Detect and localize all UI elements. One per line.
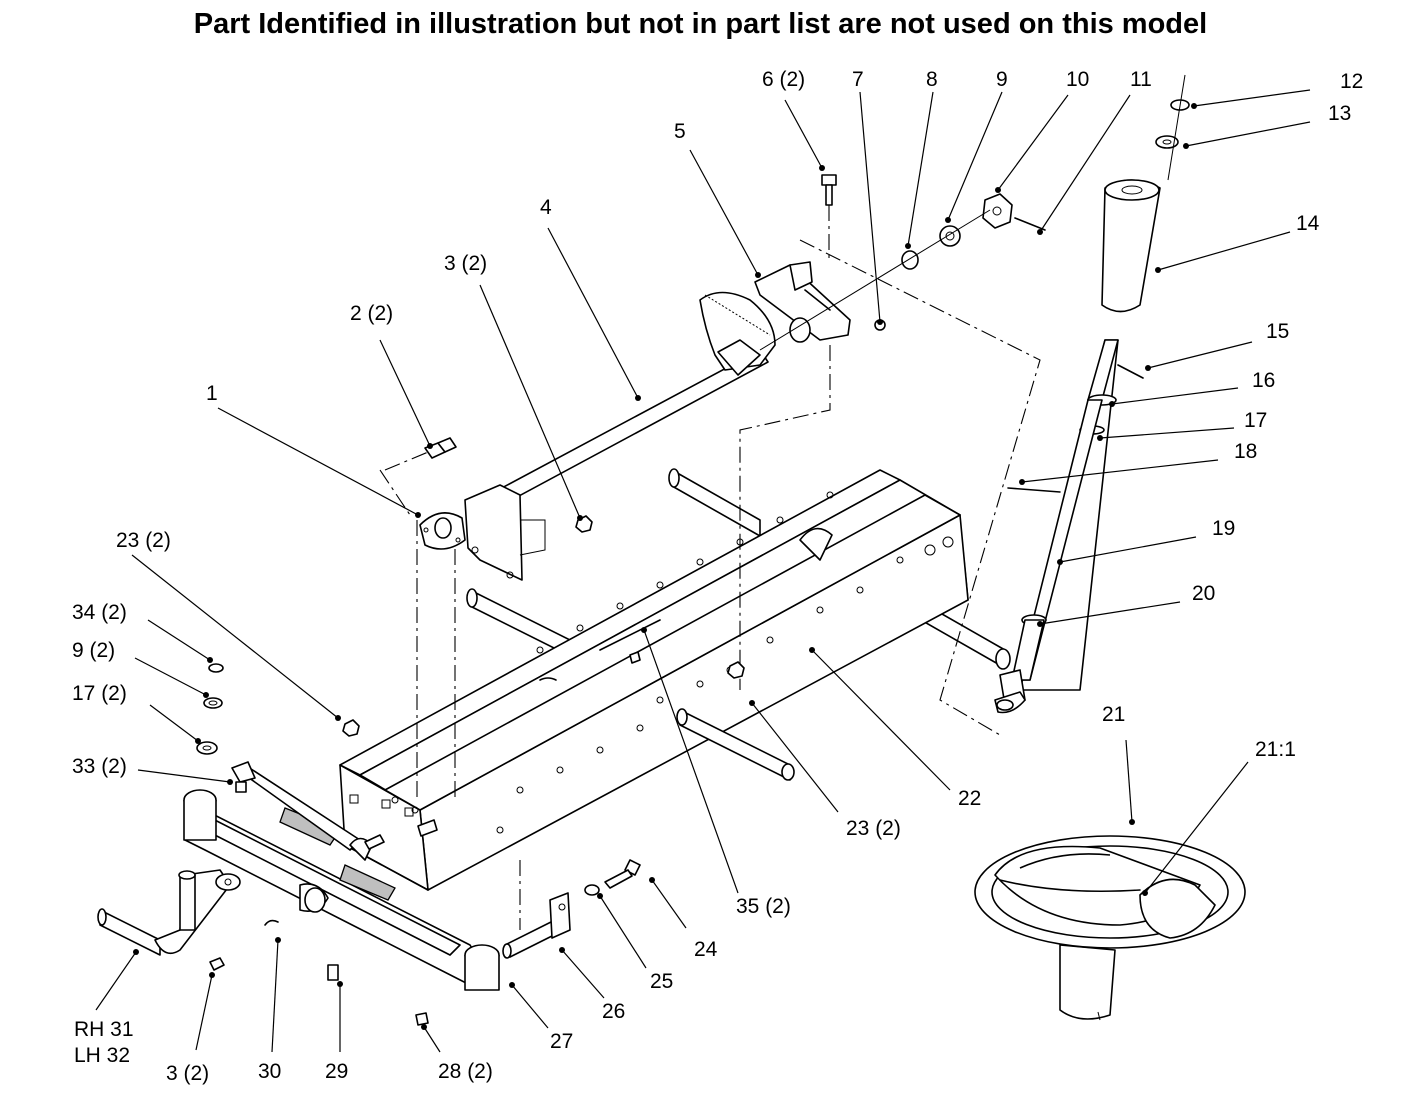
label-21-1: 21:1 [1255,738,1296,761]
label-6: 6 (2) [762,68,805,91]
spindle-part [97,869,241,956]
label-13: 13 [1328,102,1351,125]
label-4: 4 [540,196,552,219]
label-9-left: 9 (2) [72,639,115,662]
label-30: 30 [258,1060,281,1083]
label-11: 11 [1130,68,1152,91]
steering-shaft-part [464,291,776,581]
label-17-left: 17 (2) [72,682,127,705]
label-3-top: 3 (2) [444,252,487,275]
label-17: 17 [1244,409,1267,432]
label-28: 28 (2) [438,1060,493,1083]
label-25: 25 [650,970,673,993]
label-23-right: 23 (2) [846,817,901,840]
nut-parts [342,515,745,737]
bushing-parts [759,193,1046,351]
label-1: 1 [206,382,218,405]
label-21: 21 [1102,703,1125,726]
label-32: LH 32 [74,1044,130,1067]
alignment-lines [379,239,1041,930]
label-2: 2 (2) [350,302,393,325]
label-14: 14 [1296,212,1320,235]
bolt-6-part [821,174,837,260]
label-9: 9 [996,68,1008,91]
label-18: 18 [1234,440,1257,463]
label-10: 10 [1066,68,1089,91]
label-31: RH 31 [74,1018,134,1041]
label-8: 8 [926,68,938,91]
label-22: 22 [958,787,981,810]
flange-bearing-part [419,437,466,550]
label-5: 5 [674,120,686,143]
steering-column-part [994,74,1190,714]
page-title: Part Identified in illustration but not … [193,8,1208,40]
label-26: 26 [602,1000,625,1023]
label-16: 16 [1252,369,1275,392]
label-27: 27 [550,1030,573,1053]
steering-wheel-part [974,835,1246,1021]
callout-labels: 1 2 (2) 3 (2) 4 5 6 (2) 7 8 9 10 11 12 1… [72,68,1363,1085]
label-29: 29 [325,1060,348,1083]
label-20: 20 [1192,582,1215,605]
label-35: 35 (2) [736,895,791,918]
label-3-bottom: 3 (2) [166,1062,209,1085]
label-24: 24 [694,938,718,961]
label-19: 19 [1212,517,1235,540]
label-12: 12 [1340,70,1363,93]
label-15: 15 [1266,320,1289,343]
label-23-left: 23 (2) [116,529,171,552]
leader-lines [95,89,1311,1053]
front-axle-part [183,761,500,991]
label-33: 33 (2) [72,755,127,778]
label-34: 34 (2) [72,601,127,624]
bracket-part [754,261,851,343]
frame-part [339,468,1011,891]
hardware-parts [196,651,641,1026]
label-7: 7 [852,68,864,91]
